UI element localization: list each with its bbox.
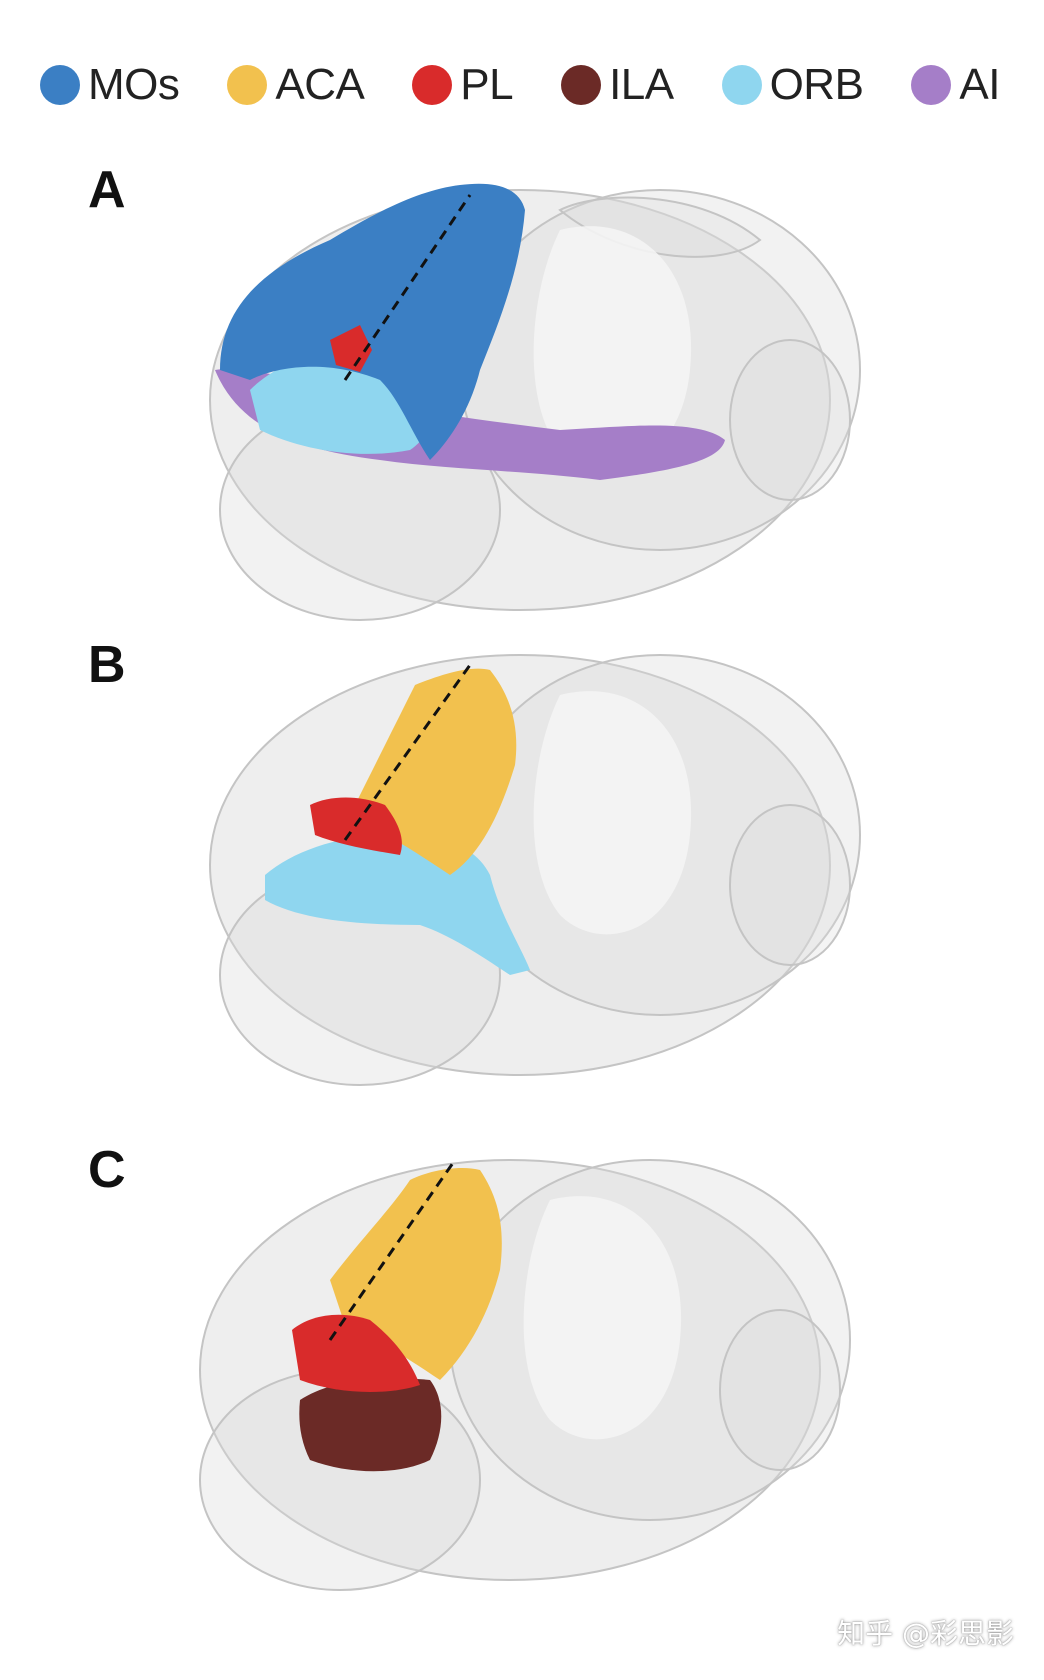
region-pl-a — [330, 325, 372, 372]
probe-track-b — [343, 664, 472, 841]
legend-label-pl: PL — [460, 60, 514, 109]
legend-swatch-orb — [721, 65, 762, 105]
legend: MOs ACA PL ILA ORB AI — [40, 55, 1000, 115]
legend-label-ila: ILA — [609, 60, 674, 109]
legend-swatch-mos — [40, 65, 80, 105]
legend-label-mos: MOs — [88, 60, 180, 109]
probe-track-a — [343, 194, 472, 381]
legend-item-ai: AI — [911, 60, 1000, 110]
region-ila-c — [299, 1378, 442, 1472]
legend-swatch-pl — [412, 65, 453, 105]
panel-label-c: C — [88, 1141, 126, 1199]
region-mos-a — [220, 183, 525, 460]
region-orb-b — [265, 834, 530, 975]
panel-a: A — [0, 150, 1044, 650]
watermark: 知乎 @彩思影 — [837, 1617, 1014, 1650]
legend-item-orb: ORB — [721, 60, 864, 110]
panel-c: C — [0, 1130, 1044, 1630]
panel-c-figure — [199, 1159, 851, 1591]
legend-item-mos: MOs — [40, 60, 180, 110]
legend-item-pl: PL — [412, 60, 514, 110]
legend-swatch-ila — [561, 65, 602, 105]
panel-label-a: A — [88, 161, 126, 219]
brain-outline-c — [199, 1159, 851, 1591]
brain-ventricle-b — [533, 691, 692, 935]
panel-label-b: B — [88, 636, 126, 694]
legend-item-aca: ACA — [227, 60, 365, 110]
legend-swatch-aca — [227, 65, 268, 105]
brain-ventricle-a — [533, 226, 692, 470]
legend-label-ai: AI — [959, 60, 1000, 109]
legend-swatch-ai — [911, 65, 952, 105]
probe-track-c — [328, 1159, 457, 1341]
panel-b-figure — [209, 654, 861, 1086]
legend-label-orb: ORB — [769, 60, 864, 109]
region-pl-c — [292, 1314, 420, 1392]
legend-label-aca: ACA — [275, 60, 365, 109]
panel-b: B — [0, 625, 1044, 1125]
legend-item-ila: ILA — [561, 60, 674, 110]
brain-ventricle-c — [523, 1196, 682, 1440]
panel-a-figure — [209, 183, 861, 621]
